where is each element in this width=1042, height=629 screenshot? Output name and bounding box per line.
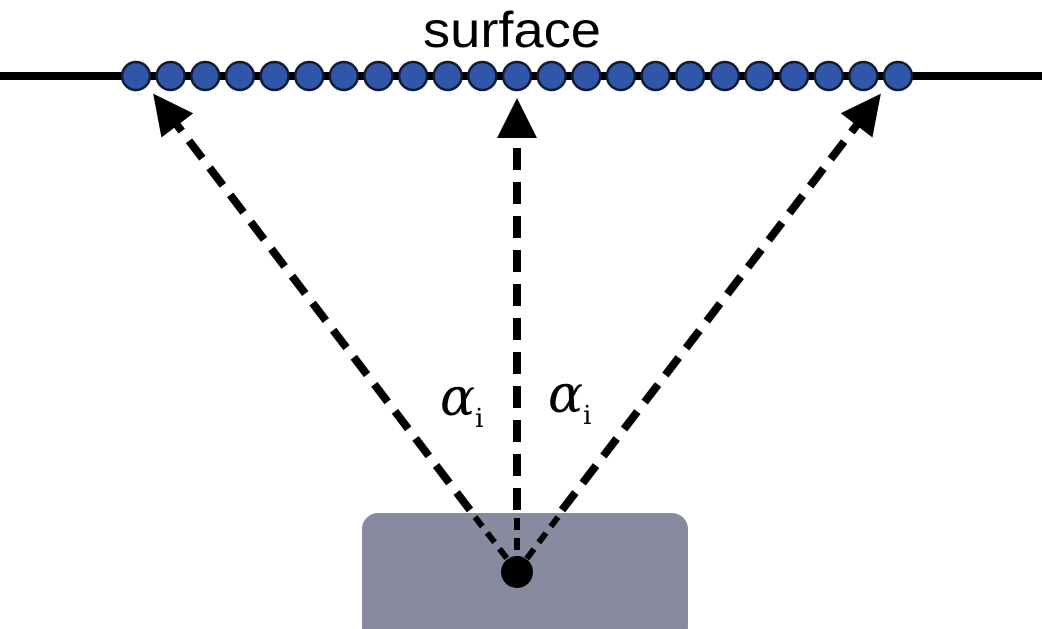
surface-point <box>363 60 394 92</box>
surface-point <box>155 60 186 92</box>
surface-label: surface <box>423 2 601 58</box>
right-ray-inner <box>519 515 561 567</box>
surface-point <box>882 60 914 92</box>
left-ray <box>153 93 474 513</box>
surface-point <box>190 60 221 92</box>
surface-point <box>293 60 325 92</box>
surface-point <box>501 60 533 92</box>
surface-point <box>640 60 671 92</box>
surface-point <box>744 60 775 92</box>
surface-point <box>328 60 360 92</box>
surface-point <box>120 60 152 92</box>
surface-point <box>674 60 706 92</box>
surface-point <box>778 60 810 92</box>
surface-point <box>813 60 844 92</box>
surface-point <box>467 60 498 92</box>
left-ray-inner <box>472 515 515 567</box>
surface-point <box>848 60 879 92</box>
right-ray <box>558 93 881 513</box>
surface-point <box>432 60 463 92</box>
surface-point <box>259 60 290 92</box>
surface-point <box>709 60 741 92</box>
surface-point <box>224 60 256 92</box>
angle-label-right: αi <box>548 365 591 431</box>
angle-label-left: αi <box>440 368 483 434</box>
surface-point <box>536 60 567 92</box>
surface-point <box>571 60 602 92</box>
surface-point <box>605 60 637 92</box>
surface-point <box>397 60 429 92</box>
surface-points <box>120 60 914 92</box>
sensor-point <box>501 556 533 588</box>
